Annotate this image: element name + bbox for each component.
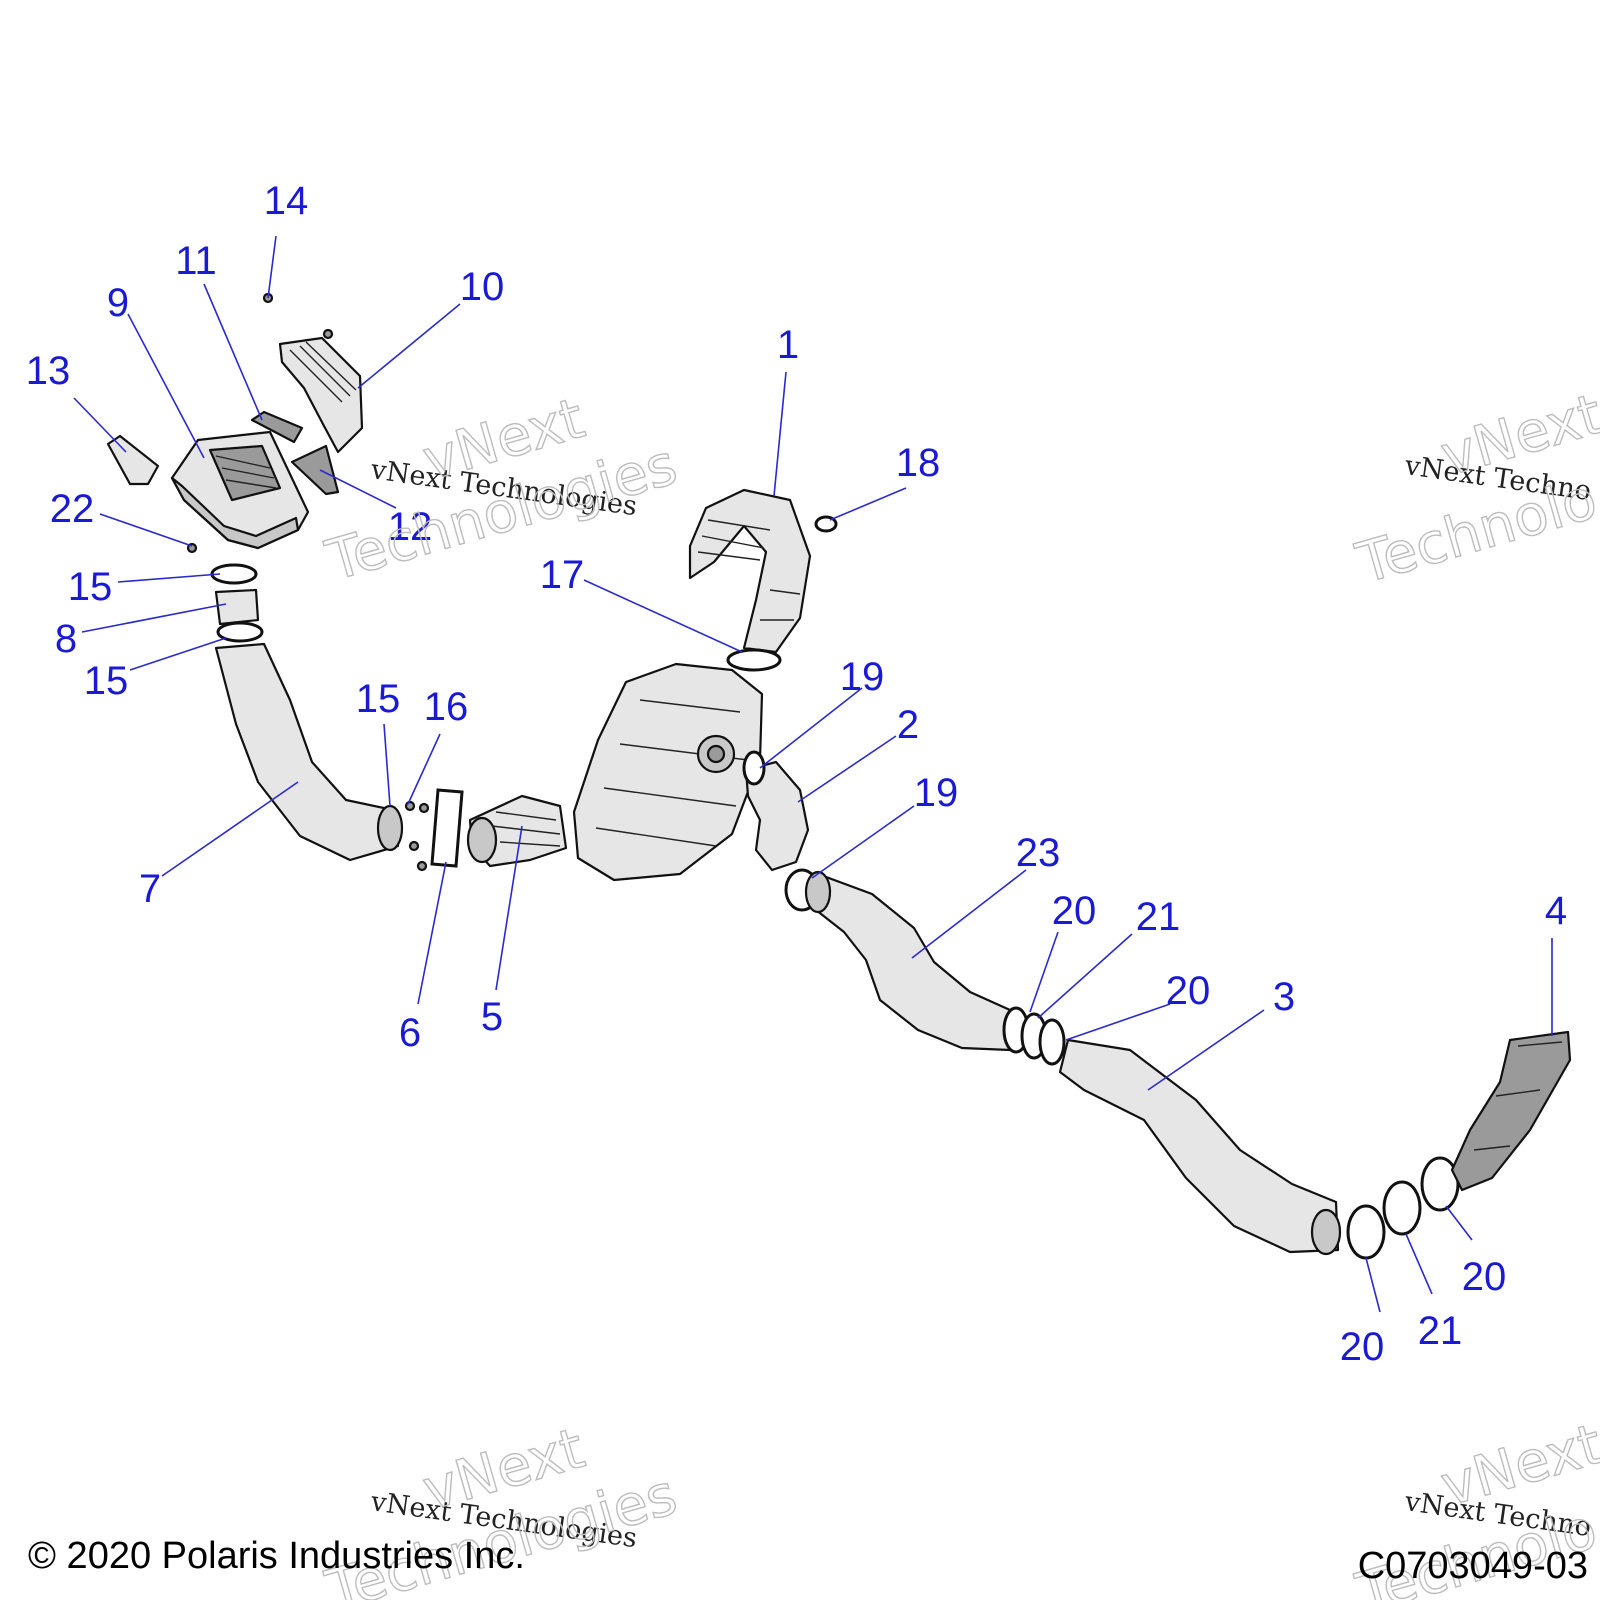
callout-19-lower: 19 [914,771,959,815]
callout-2: 2 [897,703,919,747]
part-18-o-ring [814,515,838,533]
callout-1: 1 [777,323,799,367]
part-16-screw-b [418,802,430,814]
part-23-pipe [814,872,1012,1052]
part-10-screw [322,328,334,340]
part-6-gasket [430,788,464,868]
callout-23: 23 [1016,831,1061,875]
part-4-snorkel [1450,1030,1572,1192]
callout-12: 12 [388,505,433,549]
part-1-intake-duct [688,488,812,654]
drawing-number: C0703049-03 [1358,1545,1588,1587]
part-16-screw-a [404,800,416,812]
callout-18: 18 [896,441,941,485]
part-21-coupler-bottom [1382,1180,1422,1236]
callout-4: 4 [1545,889,1567,933]
callout-16: 16 [424,685,469,729]
callout-8: 8 [55,617,77,661]
part-15-clamp-bottom [216,621,264,643]
callout-21-mid: 21 [1136,895,1181,939]
copyright-text: © 2020 Polaris Industries Inc. [28,1535,525,1577]
callout-14: 14 [264,179,309,223]
part-duct-10 [278,336,364,454]
callout-15-hose: 15 [356,677,401,721]
callout-15-top: 15 [68,565,113,609]
part-5-clutch-housing [466,662,764,882]
part-airbox-cover [170,430,310,550]
callout-19-upper: 19 [840,655,885,699]
callout-22: 22 [50,487,95,531]
part-20-clamp-bottom-a [1346,1204,1386,1260]
part-3-pipe [1058,1038,1340,1254]
part-2-elbow [744,760,810,872]
leader-lines [73,235,1553,1313]
part-12 [290,444,340,496]
part-16-screw-d [416,860,428,872]
callout-5: 5 [481,995,503,1039]
part-23-pipe-end [804,870,832,914]
part-16-screw-c [408,840,420,852]
callout-21-bottom: 21 [1418,1309,1463,1353]
part-3-pipe-end [1310,1208,1342,1256]
part-4-snorkel-detail [1473,1041,1563,1151]
callout-9: 9 [107,281,129,325]
part-7-hose-end [376,804,404,852]
callout-7: 7 [139,867,161,911]
callout-20-mid-a: 20 [1052,889,1097,933]
part-20-clamp-mid-b [1038,1018,1066,1066]
part-20-clamp-bottom-b [1420,1156,1460,1212]
callout-20-bottom-a: 20 [1340,1325,1385,1369]
parts-layer [106,292,1572,1260]
part-13 [106,434,160,486]
callout-11: 11 [175,239,217,283]
part-17-clamp [726,648,782,672]
part-8-coupler [214,588,260,626]
callout-3: 3 [1273,975,1295,1019]
callout-15-bottom: 15 [84,659,129,703]
callout-17: 17 [540,553,585,597]
callout-labels: 1 2 3 4 5 6 7 8 9 10 11 12 13 14 15 15 1… [26,179,1567,1369]
callout-13: 13 [26,349,71,393]
part-19-clamp-upper [742,750,766,786]
callout-6: 6 [399,1011,421,1055]
callout-10: 10 [460,265,505,309]
callout-20-mid-b: 20 [1166,969,1211,1013]
callout-20-bottom-b: 20 [1462,1255,1507,1299]
